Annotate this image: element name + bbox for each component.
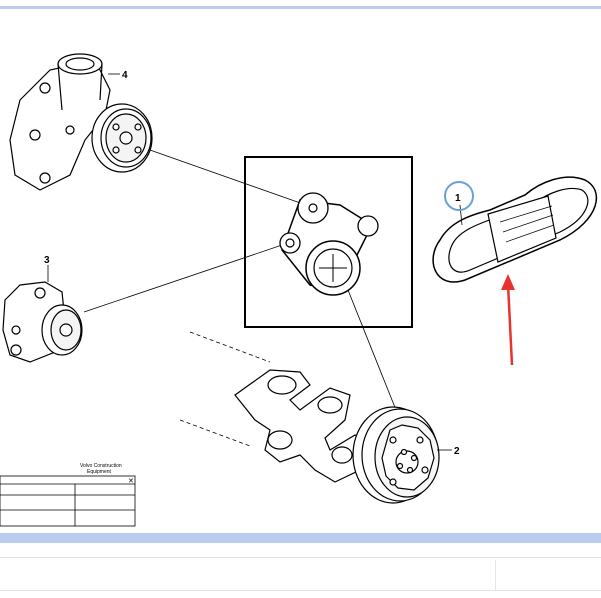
diagram-frame: 4 3 — [0, 9, 601, 536]
footer-row-divider — [0, 557, 601, 558]
water-pump-part — [9, 53, 153, 191]
top-band — [0, 0, 601, 9]
title-block-brand-line1: Volvo Construction — [80, 463, 122, 469]
bottom-band — [0, 533, 601, 543]
footer-row-divider — [0, 590, 601, 591]
parts-diagram: 4 3 — [0, 53, 598, 527]
highlight-arrow-icon — [501, 274, 515, 366]
crank-axis-line-lower — [179, 419, 251, 447]
leader-line-water-pump — [149, 149, 307, 206]
callout-leader-1 — [459, 204, 463, 226]
footer-column-divider — [495, 560, 496, 590]
leader-line-crank-pulley — [339, 269, 401, 421]
belt-routing-inset — [244, 156, 413, 328]
alternator-part — [2, 281, 83, 363]
callout-2: 2 — [454, 446, 460, 457]
title-block — [0, 475, 136, 527]
title-block-close-icon: ✕ — [128, 478, 134, 485]
callout-1: 1 — [455, 193, 461, 204]
footer-area — [0, 543, 601, 598]
highlight-circle — [444, 181, 474, 211]
belt-part — [432, 176, 598, 283]
callout-3: 3 — [44, 255, 50, 266]
crank-axis-line-upper — [189, 331, 271, 363]
callout-4: 4 — [122, 70, 128, 81]
title-block-brand-line2: Equipment — [87, 469, 112, 475]
leader-line-alternator — [83, 242, 289, 313]
crankshaft-part — [234, 369, 440, 504]
